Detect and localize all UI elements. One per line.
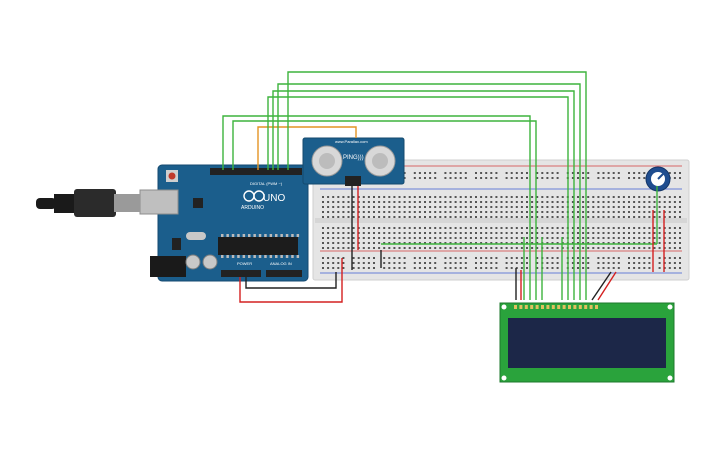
lcd-pin-header	[514, 305, 598, 309]
usb-chip	[193, 198, 203, 208]
wire-orange	[257, 126, 357, 170]
wire-black	[245, 272, 337, 289]
atmega-chip	[218, 237, 298, 255]
power-jack	[150, 256, 186, 277]
potentiometer-knob-icon[interactable]	[645, 166, 671, 192]
wire-green	[222, 115, 531, 300]
board-model: UNO	[263, 193, 285, 204]
wire-green	[232, 120, 537, 300]
sensor-pins	[345, 176, 361, 186]
wire-green	[272, 90, 575, 300]
arduino-uno-board[interactable]: ARDUINO UNO DIGITAL (PWM ~) POWER ANALOG…	[139, 164, 309, 282]
regulator	[172, 238, 181, 250]
crystal	[186, 232, 206, 240]
power-header	[221, 270, 261, 277]
analog-header	[266, 270, 302, 277]
arduino-logo-icon	[253, 190, 265, 202]
analog-header-label: ANALOG IN	[270, 261, 292, 266]
wires	[222, 71, 665, 303]
wire-black	[591, 271, 612, 301]
lcd-display[interactable]	[499, 302, 675, 383]
usb-port	[139, 189, 179, 215]
reset-button-cap	[168, 172, 176, 180]
capacitor	[202, 254, 218, 270]
sensor-brand: www.Parallax.com	[335, 139, 368, 144]
chip-pins	[221, 234, 300, 258]
digital-header	[210, 168, 302, 175]
board-brand: ARDUINO	[241, 205, 264, 211]
ultrasonic-sensor[interactable]: www.Parallax.com PING)))	[302, 137, 405, 186]
wire-red	[239, 258, 343, 303]
wire-red	[597, 271, 617, 301]
wire-green	[277, 83, 581, 300]
capacitor	[185, 254, 201, 270]
digital-header-label: DIGITAL (PWM ~)	[250, 181, 283, 186]
lcd-screen	[508, 318, 666, 368]
power-header-label: POWER	[237, 261, 252, 266]
usb-cable-icon	[36, 189, 140, 217]
wire-green	[287, 71, 587, 300]
breadboard-holes	[322, 172, 681, 269]
wire-green	[267, 96, 569, 300]
sensor-model: PING)))	[343, 155, 364, 161]
